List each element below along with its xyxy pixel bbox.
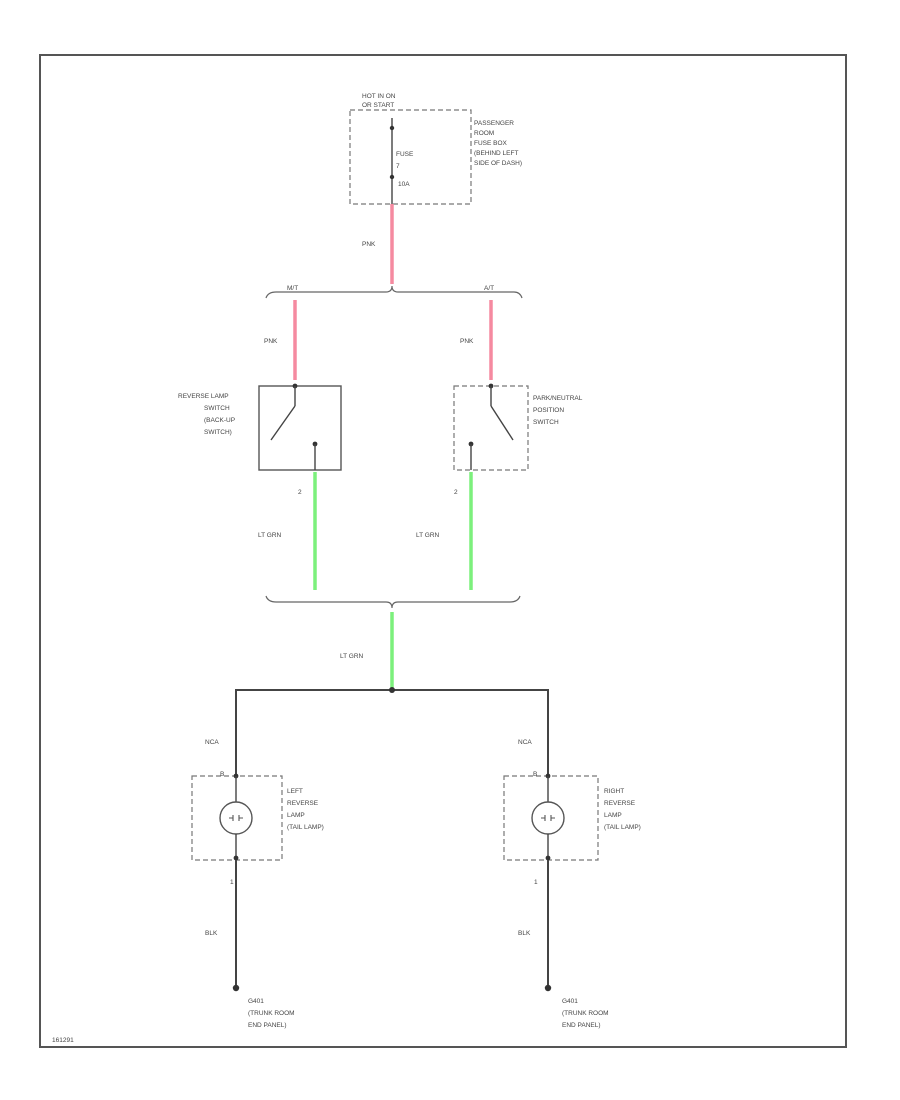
blk-label-right: BLK: [518, 930, 531, 937]
right-lamp-bulb-icon: [531, 801, 565, 835]
reverse-lamp-switch: REVERSE LAMP SWITCH (BACK-UP SWITCH) 2: [178, 383, 342, 496]
branch-at-label: A/T: [484, 285, 494, 292]
right-lamp-label-4: (TAIL LAMP): [604, 824, 641, 831]
park-neutral-pin: 2: [454, 489, 458, 496]
park-neutral-blade: [490, 405, 514, 441]
right-ground-point-icon: [544, 984, 552, 992]
park-neutral-switch: PARK/NEUTRAL POSITION SWITCH 2: [453, 383, 583, 496]
nca-label-left: NCA: [205, 739, 219, 746]
right-lamp-label-2: REVERSE: [604, 800, 636, 807]
park-neutral-label-3: SWITCH: [533, 419, 559, 426]
left-lamp-pin-in: B: [220, 771, 224, 778]
fuse-amperage: 10A: [398, 181, 410, 188]
left-lamp-label-3: LAMP: [287, 812, 305, 819]
right-ground-label-2: (TRUNK ROOM: [562, 1010, 609, 1017]
left-lamp-pin-out: 1: [230, 879, 234, 886]
branch-mt-label: M/T: [287, 285, 298, 292]
fuse-box-label-5: SIDE OF DASH): [474, 160, 522, 167]
green-trunk-label: LT GRN: [340, 653, 364, 660]
left-ground-point-icon: [232, 984, 240, 992]
right-lamp-pin-in: B: [533, 771, 537, 778]
fuse-number: 7: [396, 163, 400, 170]
left-lamp-filament-icon: [229, 815, 243, 821]
reverse-switch-pin: 2: [298, 489, 302, 496]
reverse-switch-blade: [270, 405, 296, 441]
power-header-line1: HOT IN ON: [362, 93, 396, 100]
right-lamp-pin-out: 1: [534, 879, 538, 886]
right-lamp-filament-icon: [541, 815, 555, 821]
right-lamp-terminal-out: [545, 855, 551, 861]
left-lamp-terminal-out: [233, 855, 239, 861]
nca-label-right: NCA: [518, 739, 532, 746]
fuse-box-label-3: FUSE BOX: [474, 140, 508, 147]
fuse-box-outline: [349, 109, 472, 205]
reverse-switch-label-2: SWITCH: [204, 405, 230, 412]
splice-point: [389, 687, 395, 693]
reverse-switch-label-4: SWITCH): [204, 429, 232, 436]
diagram-id: 161291: [52, 1037, 74, 1044]
pink-label-mt: PNK: [264, 338, 278, 345]
reverse-switch-label-1: REVERSE LAMP: [178, 393, 229, 400]
reverse-switch-outline: [258, 385, 342, 471]
left-ground-label-3: END PANEL): [248, 1022, 287, 1029]
right-ground-label-3: END PANEL): [562, 1022, 601, 1029]
power-header-line2: OR START: [362, 102, 394, 109]
blk-label-left: BLK: [205, 930, 218, 937]
left-reverse-lamp: B LEFT REVERSE LAMP (TAIL LAMP) 1: [191, 771, 324, 886]
fuse-box: HOT IN ON OR START FUSE 7 10A PASSENGER …: [349, 93, 522, 205]
bottom-brace: [265, 595, 521, 609]
left-lamp-bulb-icon: [219, 801, 253, 835]
right-lamp-label-3: LAMP: [604, 812, 622, 819]
left-ground-label-2: (TRUNK ROOM: [248, 1010, 295, 1017]
pink-label-at: PNK: [460, 338, 474, 345]
green-label-right: LT GRN: [416, 532, 440, 539]
left-ground-label-1: G401: [248, 998, 264, 1005]
left-lamp-label-1: LEFT: [287, 788, 303, 795]
right-lamp-outline: [503, 775, 599, 861]
fuse-terminal-bottom: [389, 174, 395, 180]
diagram-frame: [39, 54, 847, 1048]
fuse-label: FUSE: [396, 151, 414, 158]
fuse-box-label-4: (BEHIND LEFT: [474, 150, 518, 157]
pink-feed-label: PNK: [362, 241, 376, 248]
top-brace: [265, 285, 523, 299]
lamp-distribution-wire: [235, 689, 549, 774]
left-lamp-label-2: REVERSE: [287, 800, 319, 807]
fuse-box-label-2: ROOM: [474, 130, 494, 137]
right-lamp-label-1: RIGHT: [604, 788, 624, 795]
fuse-box-label-1: PASSENGER: [474, 120, 514, 127]
park-neutral-label-1: PARK/NEUTRAL: [533, 395, 583, 402]
green-label-left: LT GRN: [258, 532, 282, 539]
fuse-terminal-top: [389, 125, 395, 131]
park-neutral-label-2: POSITION: [533, 407, 564, 414]
right-reverse-lamp: B RIGHT REVERSE LAMP (TAIL LAMP) 1: [503, 771, 641, 886]
left-lamp-label-4: (TAIL LAMP): [287, 824, 324, 831]
right-ground-label-1: G401: [562, 998, 578, 1005]
reverse-switch-label-3: (BACK-UP: [204, 417, 235, 424]
